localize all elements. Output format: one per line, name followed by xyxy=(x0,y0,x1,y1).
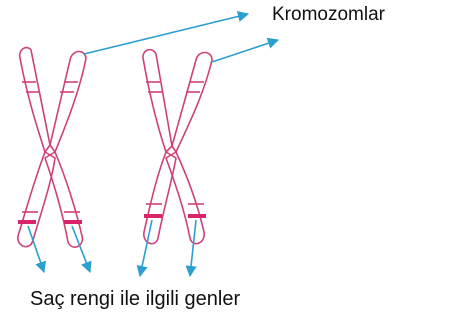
arrow-to-label-1 xyxy=(84,14,248,54)
arrow-to-label-2 xyxy=(212,40,278,62)
gene-arrow xyxy=(140,220,152,276)
chromatid-2a-lower xyxy=(144,152,176,244)
chromosome-pointer-arrows xyxy=(84,14,278,62)
chromatid-1b-lower xyxy=(45,152,82,247)
chromatid-1a-upper xyxy=(20,48,50,152)
chromatid-2a-upper xyxy=(143,50,172,152)
gene-pointer-arrows xyxy=(28,220,196,276)
chromosome-1 xyxy=(18,48,86,248)
gene-arrow xyxy=(190,220,196,276)
chromatid-1b-upper xyxy=(50,51,86,152)
chromatid-2b-lower xyxy=(166,152,204,244)
gene-arrow xyxy=(28,226,44,272)
chromatid-1a-lower xyxy=(18,152,55,247)
chromatid-2b-upper xyxy=(172,53,212,153)
chromosomes-label: Kromozomlar xyxy=(272,4,385,26)
genes-label: Saç rengi ile ilgili genler xyxy=(30,288,240,311)
